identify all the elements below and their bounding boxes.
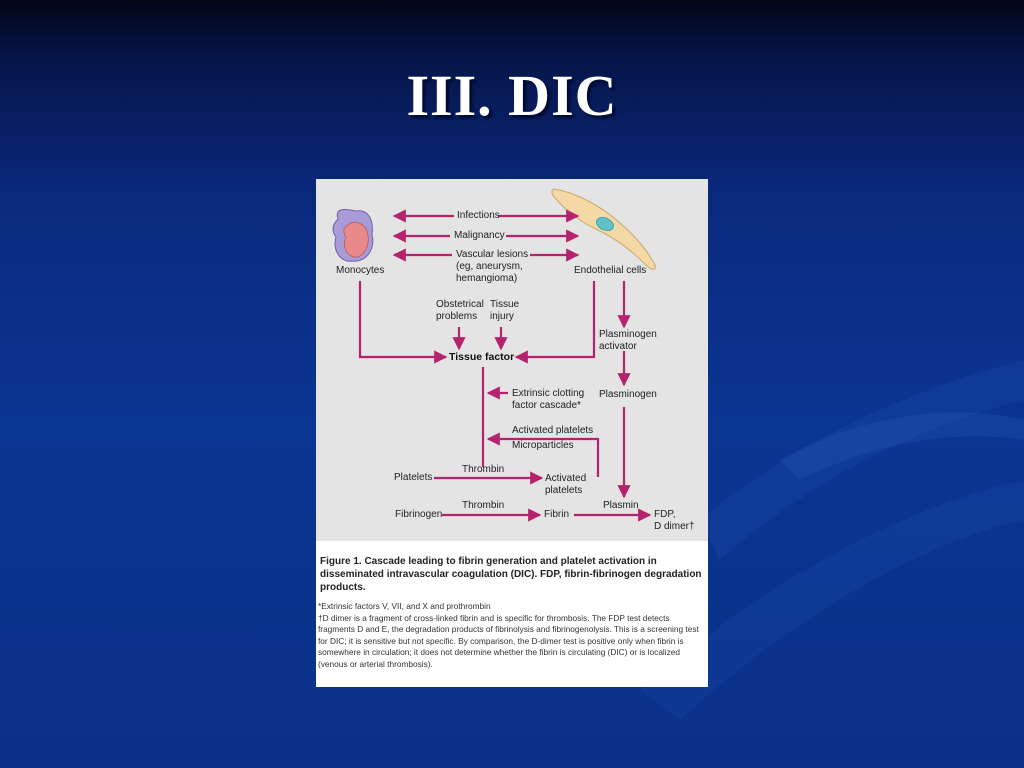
label-monocytes: Monocytes — [336, 265, 385, 276]
label-activated-platelets-micro-2: Microparticles — [512, 440, 574, 451]
label-activated-platelets: platelets — [545, 485, 583, 496]
endothelial-cell-icon — [551, 188, 656, 270]
label-vascular-hemangioma: hemangioma) — [456, 273, 518, 284]
slide-title: III. DIC — [406, 63, 618, 128]
label-plasminogen-activator-2: activator — [599, 341, 637, 352]
label-endothelial-cells: Endothelial cells — [574, 265, 647, 276]
monocyte-cell-icon — [332, 208, 374, 262]
label-infections: Infections — [457, 210, 500, 221]
label-fibrinogen: Fibrinogen — [395, 509, 443, 520]
label-tissue-factor: Tissue factor — [449, 351, 515, 363]
label-d-dimer: D dimer† — [654, 521, 695, 532]
label-platelets: Platelets — [394, 472, 433, 483]
label-extrinsic-1: Extrinsic clotting — [512, 388, 585, 399]
dic-cascade-figure: Infections Malignancy Vascular lesions (… — [316, 179, 708, 687]
label-thrombin-bottom: Thrombin — [462, 500, 505, 511]
label-vascular-lesions: Vascular lesions — [456, 249, 529, 260]
label-plasminogen-activator-1: Plasminogen — [599, 329, 657, 340]
footnote-d-dimer: †D dimer is a fragment of cross-linked f… — [318, 612, 699, 669]
label-plasminogen: Plasminogen — [599, 389, 657, 400]
label-extrinsic-2: factor cascade* — [512, 400, 581, 411]
label-thrombin-top: Thrombin — [462, 464, 505, 475]
label-vascular-eg: (eg, aneurysm, — [456, 261, 523, 272]
label-obstetrical: Obstetrical — [436, 299, 484, 310]
label-tissue: Tissue — [490, 299, 520, 310]
label-activated: Activated — [545, 473, 587, 484]
figure-caption: Figure 1. Cascade leading to fibrin gene… — [320, 556, 702, 593]
label-plasmin: Plasmin — [603, 500, 639, 511]
diagram-arrows — [332, 188, 656, 522]
label-malignancy: Malignancy — [454, 230, 505, 241]
label-injury: injury — [490, 311, 514, 322]
label-fdp: FDP, — [654, 509, 676, 520]
figure-footnotes: *Extrinsic factors V, VII, and X and pro… — [318, 601, 708, 671]
label-fibrin: Fibrin — [544, 509, 570, 520]
footnote-extrinsic: *Extrinsic factors V, VII, and X and pro… — [318, 601, 491, 611]
label-activated-platelets-micro-1: Activated platelets — [512, 425, 594, 436]
label-problems: problems — [436, 311, 478, 322]
diagram-panel — [316, 179, 708, 541]
